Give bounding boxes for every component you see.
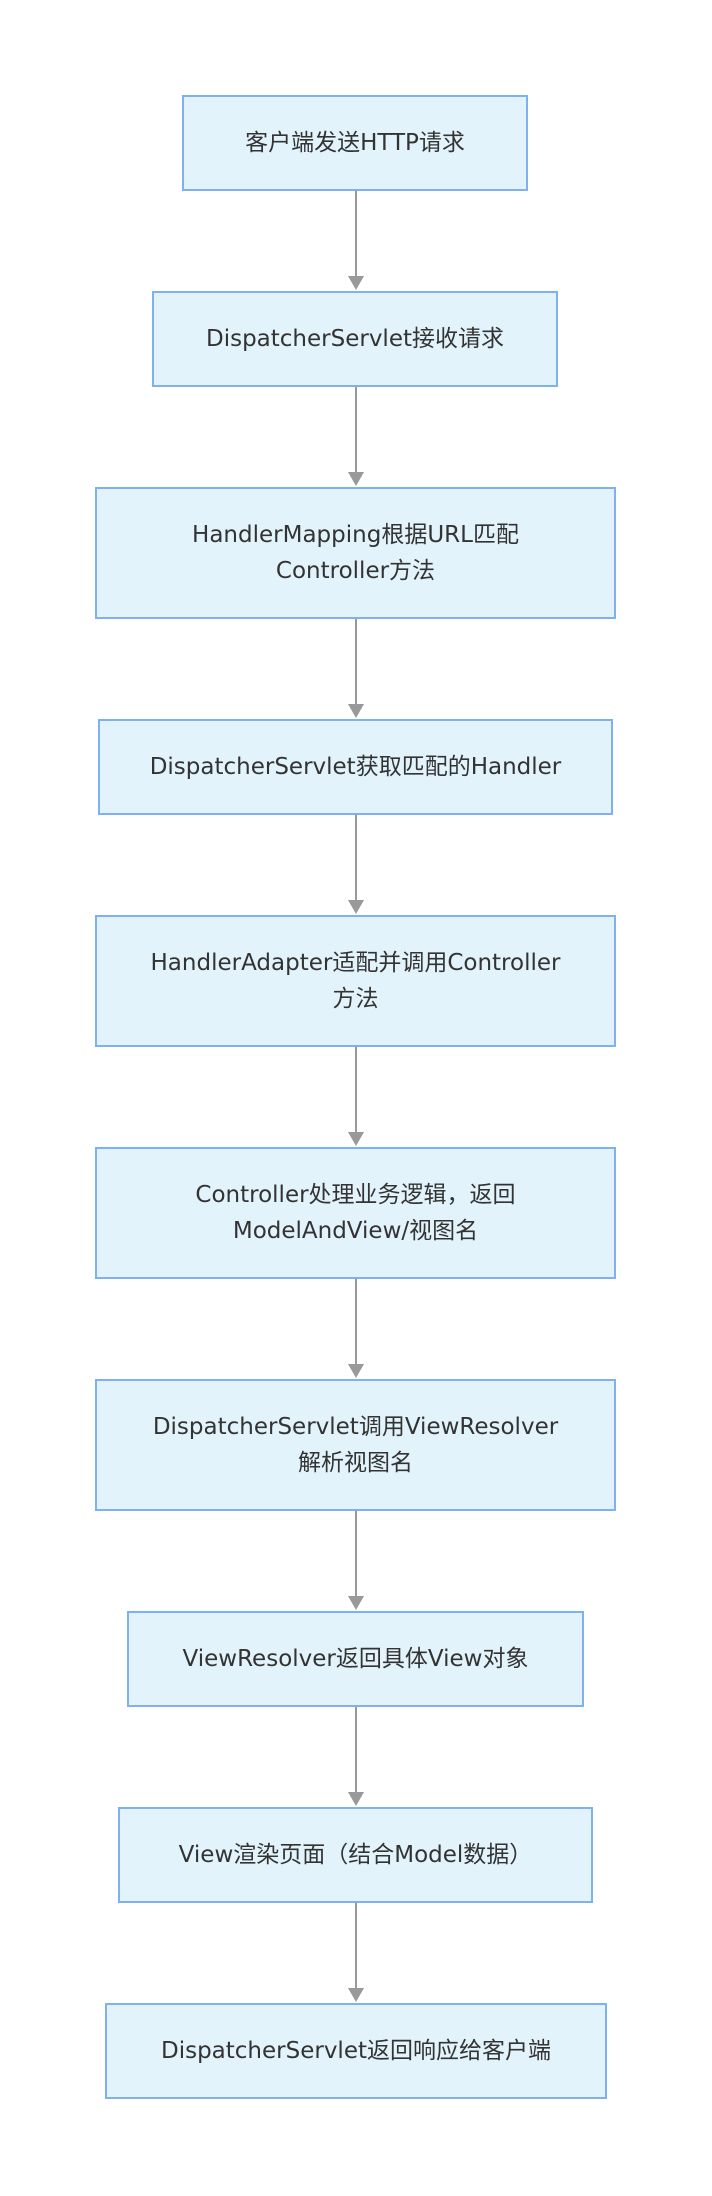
step-label: DispatcherServlet接收请求 bbox=[205, 326, 504, 352]
arrowhead bbox=[348, 1988, 364, 2002]
arrowhead bbox=[348, 1364, 364, 1378]
step-label: HandlerMapping根据URL匹配 Controller方法 bbox=[192, 522, 519, 584]
arrowhead bbox=[348, 276, 364, 290]
arrowhead bbox=[348, 1596, 364, 1610]
arrowhead bbox=[348, 704, 364, 718]
arrowhead bbox=[348, 1792, 364, 1806]
step-label: Controller处理业务逻辑，返回 ModelAndView/视图名 bbox=[195, 1182, 516, 1244]
step-label: DispatcherServlet获取匹配的Handler bbox=[149, 754, 562, 780]
step-label: DispatcherServlet返回响应给客户端 bbox=[160, 2038, 551, 2064]
step-label: HandlerAdapter适配并调用Controller 方法 bbox=[150, 950, 561, 1012]
step-view-resolver-return: ViewResolver返回具体View对象 bbox=[127, 1611, 584, 1707]
step-handler-adapter: HandlerAdapter适配并调用Controller 方法 bbox=[95, 915, 616, 1047]
step-label: DispatcherServlet调用ViewResolver 解析视图名 bbox=[152, 1414, 559, 1476]
step-label: 客户端发送HTTP请求 bbox=[245, 130, 465, 156]
step-label: View渲染页面（结合Model数据） bbox=[178, 1842, 533, 1868]
arrowhead bbox=[348, 472, 364, 486]
step-controller-logic: Controller处理业务逻辑，返回 ModelAndView/视图名 bbox=[95, 1147, 616, 1279]
step-dispatcher-receive: DispatcherServlet接收请求 bbox=[152, 291, 558, 387]
step-call-view-resolver: DispatcherServlet调用ViewResolver 解析视图名 bbox=[95, 1379, 616, 1511]
step-dispatcher-response: DispatcherServlet返回响应给客户端 bbox=[105, 2003, 607, 2099]
arrowhead bbox=[348, 900, 364, 914]
step-client-request: 客户端发送HTTP请求 bbox=[182, 95, 528, 191]
step-get-handler: DispatcherServlet获取匹配的Handler bbox=[98, 719, 613, 815]
step-view-render: View渲染页面（结合Model数据） bbox=[118, 1807, 593, 1903]
arrowhead bbox=[348, 1132, 364, 1146]
step-label: ViewResolver返回具体View对象 bbox=[182, 1646, 529, 1672]
step-handler-mapping: HandlerMapping根据URL匹配 Controller方法 bbox=[95, 487, 616, 619]
